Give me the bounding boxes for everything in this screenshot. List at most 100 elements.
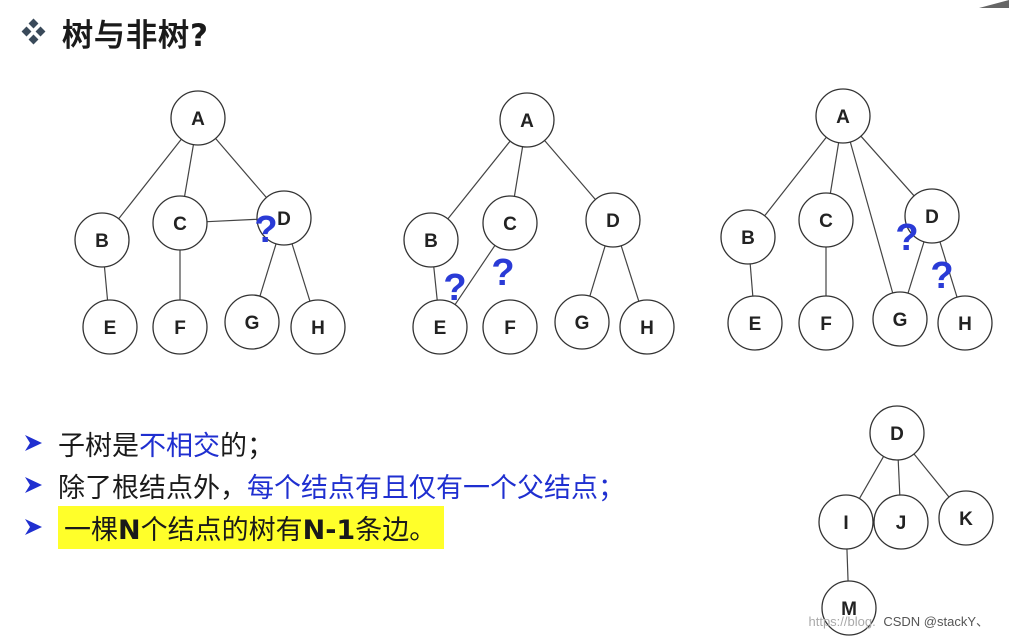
tree2-edge-b-e bbox=[433, 266, 438, 301]
tree3-node-a: A bbox=[815, 88, 871, 144]
page-title: 树与非树? bbox=[62, 17, 209, 54]
node-label: A bbox=[836, 107, 850, 128]
question-mark-icon: ? bbox=[895, 217, 918, 259]
tree4-node-k: K bbox=[938, 490, 994, 546]
bullet-text-part: N-1 bbox=[302, 514, 356, 546]
node-label: B bbox=[95, 231, 109, 252]
question-mark-icon: ? bbox=[491, 252, 514, 294]
tree1-edge-b-e bbox=[103, 266, 109, 301]
tree2-edge-c-e bbox=[454, 245, 496, 305]
node-circle bbox=[720, 209, 776, 265]
tree3-edge-b-e bbox=[749, 263, 754, 297]
tree2-group: A B C D E F G H?? bbox=[403, 92, 675, 355]
tree3-node-b: B bbox=[720, 209, 776, 265]
tree3-edge-a-b bbox=[764, 136, 827, 217]
title-row: 树与非树? bbox=[20, 10, 209, 54]
node-circle bbox=[815, 88, 871, 144]
node-circle bbox=[872, 291, 928, 347]
node-label: A bbox=[191, 109, 205, 130]
tree1-node-b: B bbox=[74, 212, 130, 268]
node-circle bbox=[798, 192, 854, 248]
node-circle bbox=[938, 490, 994, 546]
bullet-list: 子树是不相交的；除了根结点外，每个结点有且仅有一个父结点；一棵N个结点的树有N-… bbox=[22, 422, 625, 549]
node-circle bbox=[224, 294, 280, 350]
node-circle bbox=[937, 295, 993, 351]
tree2-edge-a-d bbox=[544, 140, 596, 200]
tree1-node-g: G bbox=[224, 294, 280, 350]
node-label: E bbox=[434, 318, 447, 339]
node-circle bbox=[821, 580, 877, 636]
tree4-edge-d-k bbox=[913, 453, 950, 498]
tree2-node-e: E bbox=[412, 299, 468, 355]
node-label: C bbox=[819, 211, 833, 232]
node-label: A bbox=[520, 111, 534, 132]
tree3-node-g: G bbox=[872, 291, 928, 347]
node-circle bbox=[152, 299, 208, 355]
tree2-edge-a-b bbox=[447, 140, 511, 220]
node-circle bbox=[585, 192, 641, 248]
tree3-node-e: E bbox=[727, 295, 783, 351]
tree3-edge-d-g bbox=[907, 241, 925, 294]
bullet-text-part: 条边。 bbox=[355, 514, 437, 546]
tree2-node-a: A bbox=[499, 92, 555, 148]
node-label: H bbox=[958, 314, 972, 335]
node-label: G bbox=[893, 310, 908, 331]
corner-mark bbox=[979, 0, 1009, 8]
tree1-node-c: C bbox=[152, 195, 208, 251]
node-label: G bbox=[575, 313, 590, 334]
bullet-text-part: 除了根结点外， bbox=[58, 472, 247, 504]
node-circle bbox=[403, 212, 459, 268]
node-label: F bbox=[504, 318, 516, 339]
tree4-edge-d-i bbox=[858, 456, 885, 499]
node-circle bbox=[798, 295, 854, 351]
tree1-edge-a-d bbox=[215, 138, 267, 198]
node-label: K bbox=[959, 509, 973, 530]
node-label: B bbox=[741, 228, 755, 249]
tree1-edge-d-g bbox=[259, 243, 277, 297]
tree2-edge-d-g bbox=[589, 245, 606, 297]
node-label: D bbox=[606, 211, 620, 232]
question-mark-icon: ? bbox=[443, 267, 466, 309]
diamond-cluster-icon bbox=[21, 18, 46, 45]
node-circle bbox=[873, 494, 929, 550]
node-label: D bbox=[925, 207, 939, 228]
bullet-text-part: N bbox=[118, 514, 141, 546]
watermark-url: https://blog. bbox=[808, 614, 876, 629]
node-label: C bbox=[503, 214, 517, 235]
node-circle bbox=[904, 188, 960, 244]
tree4-node-j: J bbox=[873, 494, 929, 550]
tree3-edge-a-g bbox=[849, 141, 894, 294]
question-mark-icon: ? bbox=[254, 209, 277, 251]
node-circle bbox=[82, 299, 138, 355]
node-circle bbox=[499, 92, 555, 148]
tree4-node-m: M bbox=[821, 580, 877, 636]
bullet-text: 一棵N个结点的树有N-1条边。 bbox=[58, 505, 445, 549]
bullet-text-part: 子树是 bbox=[58, 430, 139, 462]
arrow-bullet-icon bbox=[25, 477, 42, 493]
node-label: E bbox=[104, 318, 117, 339]
node-label: J bbox=[896, 513, 907, 534]
question-mark-icon: ? bbox=[930, 255, 953, 297]
arrow-bullet-icon bbox=[25, 435, 42, 451]
tree2-edge-a-c bbox=[513, 146, 524, 197]
node-circle bbox=[482, 299, 538, 355]
tree2-node-b: B bbox=[403, 212, 459, 268]
tree2-node-f: F bbox=[482, 299, 538, 355]
node-label: M bbox=[841, 599, 857, 620]
tree2-edge-d-h bbox=[620, 245, 640, 302]
node-label: H bbox=[640, 318, 654, 339]
tree1-edge-a-c bbox=[183, 144, 195, 197]
bullet-text-part: 个结点的树有 bbox=[140, 514, 303, 546]
node-circle bbox=[482, 195, 538, 251]
node-label: F bbox=[174, 318, 186, 339]
node-circle bbox=[554, 294, 610, 350]
tree3-node-h: H bbox=[937, 295, 993, 351]
node-circle bbox=[290, 299, 346, 355]
arrow-bullet-icon bbox=[25, 519, 42, 535]
tree3-node-c: C bbox=[798, 192, 854, 248]
bullet-item-2: 除了根结点外，每个结点有且仅有一个父结点； bbox=[22, 464, 625, 506]
bullet-text-part: 不相交 bbox=[139, 430, 220, 462]
